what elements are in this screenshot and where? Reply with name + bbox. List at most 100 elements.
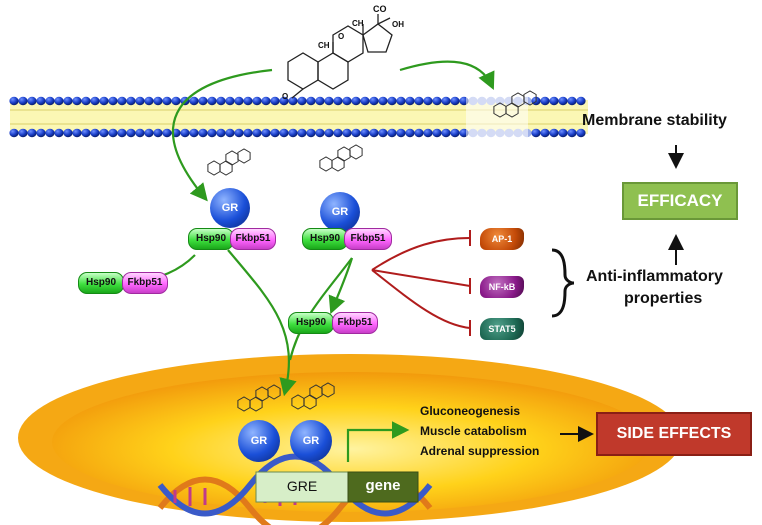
mini-steroid-icon [493,90,537,118]
phospholipid-head [99,128,109,138]
phospholipid-head [549,96,559,106]
phospholipid-head [90,128,100,138]
stat5-factor: STAT5 [480,318,524,340]
black-arrows [560,145,684,442]
phospholipid-head [288,128,298,138]
phospholipid-head [576,128,586,138]
o-ring-label: O [338,32,345,41]
phospholipid-head [99,96,109,106]
phospholipid-head [108,128,118,138]
phospholipid-head [414,128,424,138]
phospholipid-head [252,96,262,106]
phospholipid-head [387,128,397,138]
gr-receptor-2: GR [320,192,360,232]
phospholipid-head [324,128,334,138]
phospholipid-head [45,96,55,106]
effect-adrenal-suppression: Adrenal suppression [420,444,540,458]
phospholipid-head [126,128,136,138]
co-label: CO [373,4,387,14]
gre-box [255,471,419,503]
phospholipid-head [18,96,28,106]
phospholipid-head [405,96,415,106]
phospholipid-head [414,96,424,106]
nfkb-factor: NF-kB [480,276,524,298]
phospholipid-head [378,96,388,106]
effect-muscle-catabolism: Muscle catabolism [420,424,527,438]
phospholipid-head [54,96,64,106]
phospholipid-head [369,96,379,106]
phospholipid-head [360,128,370,138]
phospholipid-head [216,96,226,106]
phospholipid-head [108,96,118,106]
phospholipid-head [549,128,559,138]
phospholipid-head [117,128,127,138]
phospholipid-head [450,96,460,106]
phospholipid-head [9,128,19,138]
cell-membrane [9,94,588,144]
fkbp51-1: Fkbp51 [230,228,276,250]
hsp90-released-1: Hsp90 [78,272,124,294]
phospholipid-head [90,96,100,106]
phospholipid-head [441,128,451,138]
phospholipid-head [243,96,253,106]
phospholipid-head [342,128,352,138]
mini-steroid-icon [291,382,335,410]
phospholipid-head [45,128,55,138]
phospholipid-head [207,128,217,138]
phospholipid-head [396,128,406,138]
phospholipid-head [405,128,415,138]
phospholipid-head [432,96,442,106]
gene-label: gene [365,477,401,494]
mini-steroid-icon [319,144,363,172]
phospholipid-head [270,96,280,106]
phospholipid-head [27,96,37,106]
ch3-label-left: CH [318,41,330,50]
phospholipid-head [162,128,172,138]
phospholipid-head [162,96,172,106]
phospholipid-head [243,128,253,138]
phospholipid-head [531,128,541,138]
phospholipid-head [441,96,451,106]
green-arrows [123,60,495,462]
phospholipid-head [126,96,136,106]
gre-label: GRE [286,478,318,494]
hsp90-released-2: Hsp90 [288,312,334,334]
phospholipid-head [234,96,244,106]
phospholipid-head [117,96,127,106]
phospholipid-head [207,96,217,106]
properties-label: properties [624,290,703,307]
phospholipid-head [432,128,442,138]
phospholipid-head [36,96,46,106]
phospholipid-head [297,128,307,138]
phospholipid-head [81,128,91,138]
oh-label: OH [392,20,404,29]
o-left-label: O [282,92,289,101]
side-effects-badge: SIDE EFFECTS [596,412,752,456]
effect-gluconeogenesis: Gluconeogenesis [420,404,521,418]
phospholipid-head [333,96,343,106]
phospholipid-head [369,128,379,138]
phospholipid-head [27,128,37,138]
phospholipid-head [351,96,361,106]
phospholipid-head [153,96,163,106]
phospholipid-head [270,128,280,138]
phospholipid-head [81,96,91,106]
phospholipid-head [423,96,433,106]
phospholipid-head [225,128,235,138]
phospholipid-head [216,128,226,138]
phospholipid-head [135,96,145,106]
phospholipid-head [234,128,244,138]
phospholipid-head [540,128,550,138]
phospholipid-head [324,96,334,106]
phospholipid-head [72,128,82,138]
phospholipid-head [54,128,64,138]
phospholipid-head [252,128,262,138]
gr-dimer-left: GR [238,420,280,462]
phospholipid-head [360,96,370,106]
membrane-stability-label: Membrane stability [582,112,727,129]
phospholipid-head [144,128,154,138]
phospholipid-head [396,96,406,106]
phospholipid-head [189,96,199,106]
phospholipid-head [450,128,460,138]
